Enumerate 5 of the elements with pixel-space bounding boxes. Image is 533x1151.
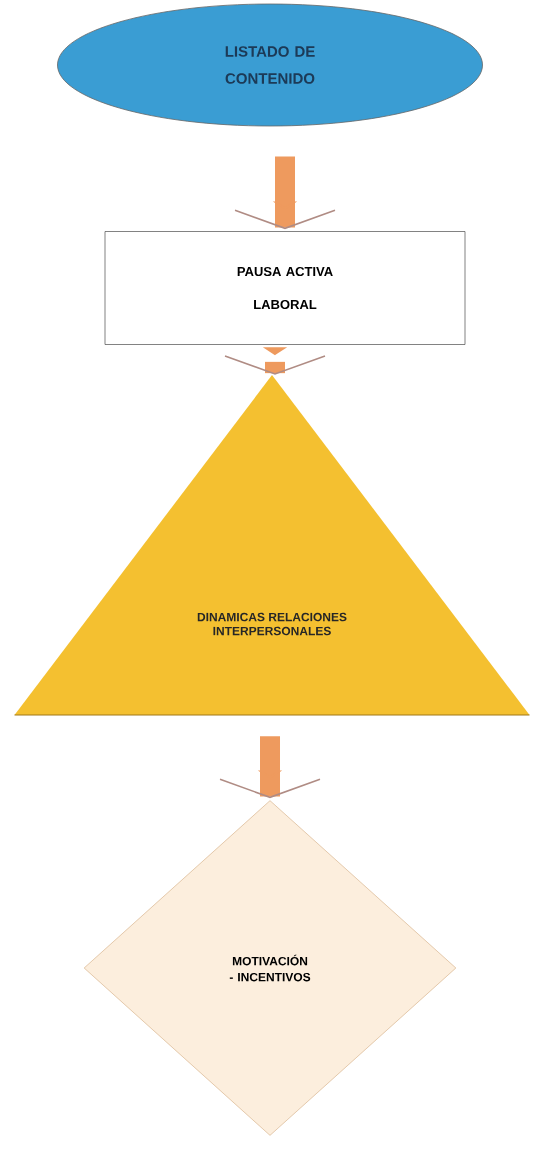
process-box: PAUSA ACTIVA LABORAL	[104, 231, 466, 345]
block-arrow	[234, 156, 336, 230]
block-arrow	[219, 736, 321, 799]
block-arrow	[224, 347, 326, 375]
triangle: DINAMICAS RELACIONES INTERPERSONALES	[14, 375, 530, 716]
